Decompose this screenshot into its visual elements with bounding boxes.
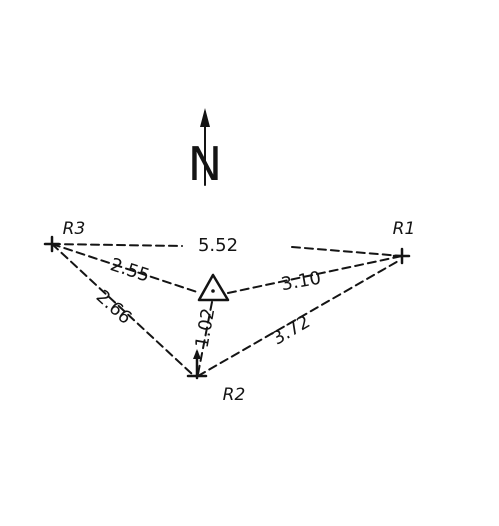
reference-label-r3: R3 (63, 219, 86, 239)
tie-line-r2-r1 (197, 259, 401, 377)
tie-line-r3-station (51, 243, 201, 294)
distance-label-station-r1: 3.10 (280, 268, 323, 296)
station-triangle-outline (197, 273, 230, 302)
tie-line-r3-r1-left (51, 243, 183, 247)
north-arrow: N (188, 108, 222, 191)
reference-mark-r1 (392, 247, 411, 265)
distance-label-r2-r1: 3.72 (269, 311, 314, 349)
reference-label-r1: R1 (393, 219, 416, 239)
distance-label-station-r2: 1.02 (192, 307, 220, 350)
north-arrow-head (200, 108, 210, 127)
reference-label-r2: R2 (223, 385, 246, 405)
distance-label-r3-r1: 5.52 (198, 235, 238, 256)
tie-line-station-r2 (197, 301, 213, 375)
tie-line-r3-r2 (51, 243, 193, 375)
reference-mark-r3 (43, 235, 61, 253)
distance-label-r3-r2: 2.66 (92, 286, 136, 328)
tie-line-station-r1 (227, 255, 403, 294)
tie-line-r3-r1-right (291, 246, 403, 257)
distance-label-r3-station: 2.55 (108, 254, 153, 286)
north-label: N (188, 137, 222, 191)
reference-mark-r2 (186, 349, 208, 380)
tie-lines (51, 243, 403, 377)
station-center-dot (211, 289, 215, 293)
station-triangle (197, 273, 230, 302)
